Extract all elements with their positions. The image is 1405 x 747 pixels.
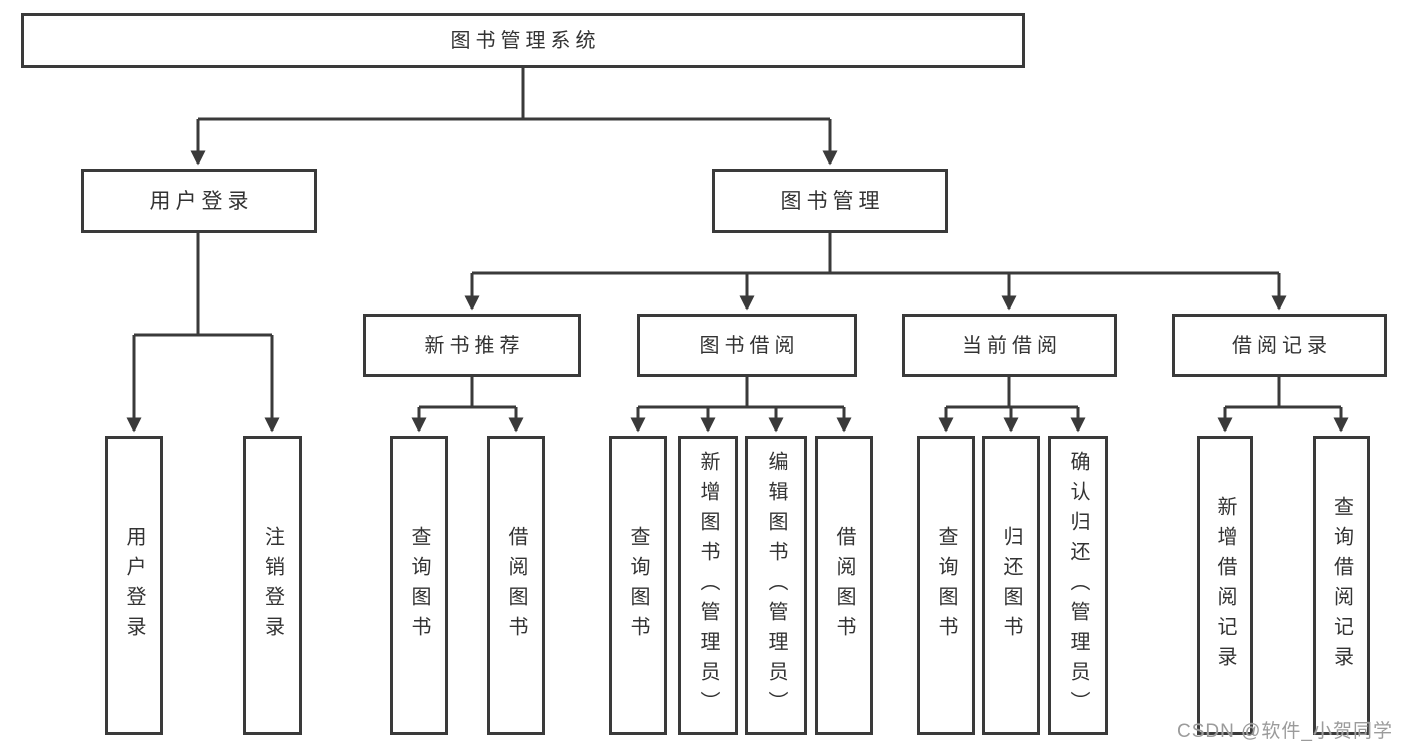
leaf-return-book: 归还图书 (982, 436, 1040, 735)
leaf-borrow-books-recommend-label: 借阅图书 (505, 525, 527, 646)
leaf-query-books-borrowing-label: 查询图书 (627, 525, 649, 646)
leaf-query-borrow-record: 查询借阅记录 (1313, 436, 1370, 735)
node-current-borrowing-label: 当前借阅 (962, 334, 1062, 357)
leaf-query-books-current-label: 查询图书 (935, 525, 957, 646)
node-library-management-system: 图书管理系统 (21, 13, 1025, 68)
leaf-query-books-recommend: 查询图书 (390, 436, 448, 735)
node-book-management-label: 图书管理 (780, 189, 885, 213)
node-book-borrowing-label: 图书借阅 (699, 334, 800, 357)
node-current-borrowing: 当前借阅 (902, 314, 1117, 377)
leaf-user-login-label: 用户登录 (123, 525, 145, 646)
leaf-user-login: 用户登录 (105, 436, 163, 735)
node-new-book-recommendation: 新书推荐 (363, 314, 581, 377)
node-borrowing-records-label: 借阅记录 (1232, 334, 1332, 357)
node-book-borrowing: 图书借阅 (637, 314, 857, 377)
leaf-borrow-books-label: 借阅图书 (833, 525, 855, 646)
leaf-edit-book-admin-label: 编辑图书（管理员） (765, 450, 787, 721)
leaf-query-books-recommend-label: 查询图书 (408, 525, 430, 646)
leaf-borrow-books-recommend: 借阅图书 (487, 436, 545, 735)
csdn-watermark: CSDN @软件_小贺同学 (1177, 721, 1393, 742)
leaf-add-borrow-record-label: 新增借阅记录 (1214, 495, 1236, 676)
node-user-login: 用户登录 (81, 169, 317, 233)
node-book-management: 图书管理 (712, 169, 948, 233)
leaf-confirm-return-admin: 确认归还（管理员） (1048, 436, 1108, 735)
leaf-add-book-admin: 新增图书（管理员） (678, 436, 738, 735)
node-library-management-system-label: 图书管理系统 (450, 29, 601, 52)
leaf-logout: 注销登录 (243, 436, 302, 735)
leaf-query-books-borrowing: 查询图书 (609, 436, 667, 735)
leaf-add-borrow-record: 新增借阅记录 (1197, 436, 1253, 735)
leaf-borrow-books: 借阅图书 (815, 436, 873, 735)
leaf-query-books-current: 查询图书 (917, 436, 975, 735)
leaf-logout-label: 注销登录 (261, 525, 284, 646)
node-new-book-recommendation-label: 新书推荐 (424, 334, 525, 357)
leaf-edit-book-admin: 编辑图书（管理员） (745, 436, 807, 735)
leaf-add-book-admin-label: 新增图书（管理员） (697, 450, 719, 721)
leaf-confirm-return-admin-label: 确认归还（管理员） (1067, 450, 1089, 721)
leaf-return-book-label: 归还图书 (1000, 525, 1022, 646)
node-user-login-label: 用户登录 (149, 189, 254, 213)
node-borrowing-records: 借阅记录 (1172, 314, 1387, 377)
leaf-query-borrow-record-label: 查询借阅记录 (1330, 495, 1353, 676)
